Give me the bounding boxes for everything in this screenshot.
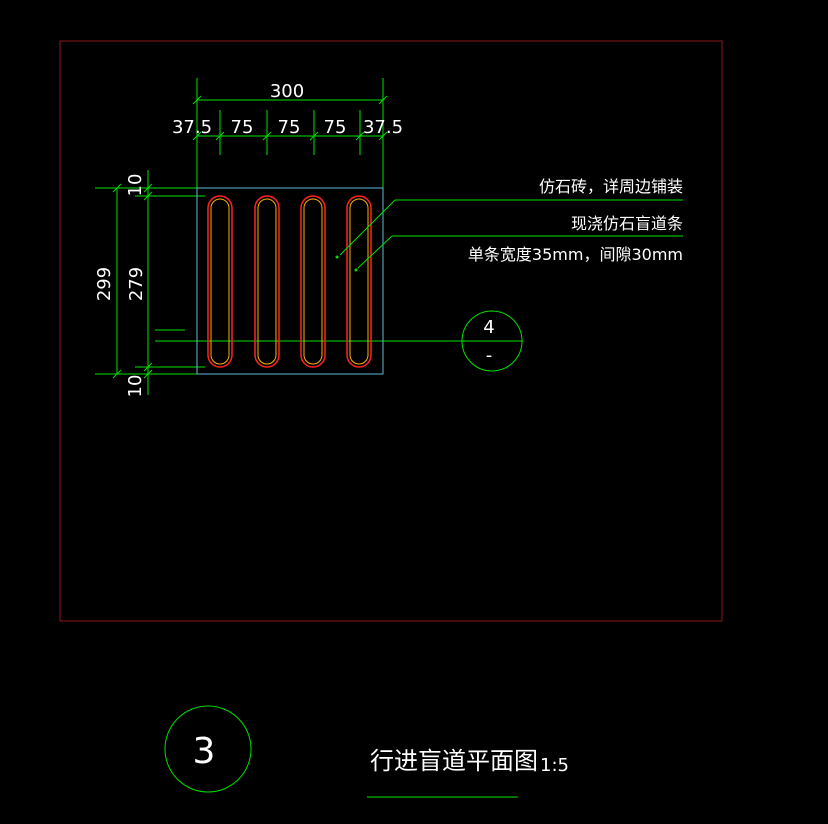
drawing-title: 行进盲道平面图 bbox=[370, 747, 538, 775]
drawing-frame bbox=[59, 40, 723, 622]
dim-total-width: 300 bbox=[270, 81, 304, 102]
guide-strip-2-inner bbox=[257, 198, 277, 365]
tile-outline bbox=[196, 187, 384, 375]
dim-seg-e: 37.5 bbox=[363, 117, 403, 138]
dim-seg-a: 37.5 bbox=[172, 117, 212, 138]
dim-total-height: 299 bbox=[94, 267, 115, 301]
section-marker-circle bbox=[461, 310, 523, 372]
leader-dot-2 bbox=[354, 268, 358, 272]
guide-strip-4-inner bbox=[349, 198, 369, 365]
guide-strip-1-inner bbox=[210, 198, 230, 365]
guide-strip-2 bbox=[254, 195, 280, 368]
section-marker-number: 4 bbox=[483, 317, 494, 338]
detail-marker-circle bbox=[164, 705, 252, 793]
annotation-leaders bbox=[339, 199, 683, 269]
dim-seg-c: 75 bbox=[278, 117, 301, 138]
leader-dot-1 bbox=[335, 255, 339, 259]
guide-strips bbox=[207, 195, 372, 368]
detail-marker-number: 3 bbox=[193, 731, 216, 772]
left-dimension-group bbox=[95, 170, 523, 395]
section-marker-sheet: - bbox=[486, 345, 493, 366]
annotation-line-1: 仿石砖，详周边铺装 bbox=[539, 177, 683, 196]
guide-strip-3-inner bbox=[303, 198, 323, 365]
dim-top-gap: 10 bbox=[125, 174, 146, 197]
annotation-line-2: 现浇仿石盲道条 bbox=[571, 214, 683, 233]
dim-seg-b: 75 bbox=[231, 117, 254, 138]
annotation-line-3: 单条宽度35mm，间隙30mm bbox=[468, 245, 683, 264]
dim-bottom-gap: 10 bbox=[125, 375, 146, 398]
dim-seg-d: 75 bbox=[324, 117, 347, 138]
guide-strip-3 bbox=[300, 195, 326, 368]
top-dimension-group bbox=[192, 78, 388, 188]
drawing-scale: 1:5 bbox=[540, 755, 569, 776]
guide-strip-4 bbox=[346, 195, 372, 368]
guide-strip-1 bbox=[207, 195, 233, 368]
dim-inner-height: 279 bbox=[126, 267, 147, 301]
